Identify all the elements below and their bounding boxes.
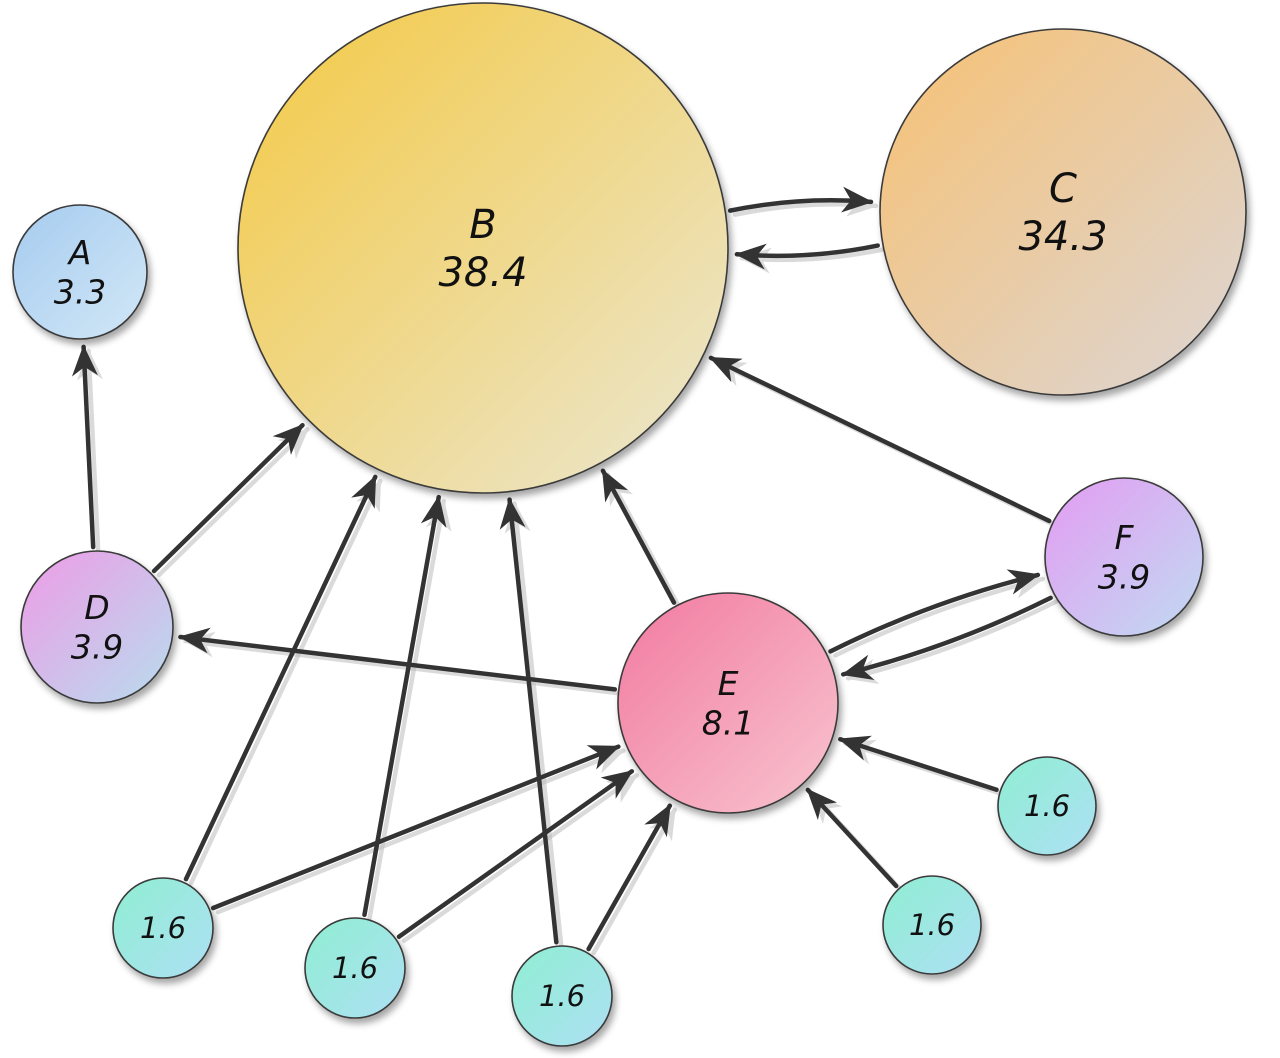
node-circle-p4 (882, 875, 982, 975)
node-circle-E (617, 592, 839, 814)
node-value-A: 3.3 (54, 272, 106, 311)
node-name-E: E (718, 664, 739, 703)
edge-D-B (151, 423, 305, 574)
node-circle-C (879, 28, 1247, 396)
edge-p2-E (396, 769, 635, 939)
node-1.6: 1.6 (511, 945, 613, 1047)
node-value-E: 8.1 (702, 703, 754, 742)
node-name-F: F (1115, 518, 1135, 557)
edge-shadow-p2-B (367, 498, 452, 922)
node-name-C: C (1049, 166, 1077, 212)
node-circle-A (12, 204, 148, 340)
node-value-B: 38.4 (438, 250, 527, 296)
node-circle-F (1044, 477, 1204, 637)
edge-p4-E (805, 787, 899, 889)
node-A: A3.3 (12, 204, 148, 340)
node-C: C34.3 (879, 28, 1247, 396)
edge-shadow-p3-B (504, 501, 564, 949)
node-circle-D (20, 550, 174, 704)
edge-F-B (708, 355, 1052, 524)
node-circle-p2 (304, 917, 406, 1019)
node-value-p3: 1.6 (539, 979, 585, 1013)
edge-p1-E (210, 744, 621, 911)
node-value-p2: 1.6 (332, 951, 378, 985)
edge-B-C (727, 186, 874, 213)
edge-p2-B (362, 494, 447, 918)
edge-p5-E (838, 735, 999, 792)
node-1.6: 1.6 (304, 917, 406, 1019)
node-1.6: 1.6 (997, 756, 1097, 856)
edge-p3-B (499, 497, 559, 945)
node-name-A: A (67, 233, 92, 272)
edge-shadow-p1-B (188, 478, 383, 886)
node-circle-p3 (511, 945, 613, 1047)
node-value-C: 34.3 (1018, 214, 1107, 260)
edge-D-A (71, 344, 98, 550)
edge-shadow-p5-E (843, 739, 1004, 796)
node-1.6: 1.6 (882, 875, 982, 975)
node-B: B38.4 (237, 2, 729, 494)
edge-p3-E (586, 803, 673, 952)
node-name-B: B (469, 202, 496, 248)
node-value-F: 3.9 (1098, 557, 1150, 596)
node-F: F3.9 (1044, 477, 1204, 637)
node-D: D3.9 (20, 550, 174, 704)
node-circle-p5 (997, 756, 1097, 856)
node-value-p5: 1.6 (1024, 789, 1070, 823)
node-value-D: 3.9 (71, 627, 123, 666)
edge-shadow-p1-E (215, 748, 626, 915)
node-circle-p1 (112, 877, 214, 979)
node-value-p1: 1.6 (140, 911, 186, 945)
edge-E-F (828, 569, 1041, 654)
node-E: E8.1 (617, 592, 839, 814)
edge-layer (71, 186, 1053, 952)
edge-shadow-E-D (183, 631, 623, 696)
edge-C-B (734, 243, 880, 270)
edge-shadow-p3-E (591, 807, 678, 956)
edge-E-D (178, 627, 618, 692)
edge-F-E (840, 595, 1053, 680)
edge-p1-B (183, 474, 378, 882)
node-name-D: D (84, 588, 109, 627)
edge-shadow-E-B (605, 472, 682, 609)
node-value-p4: 1.6 (909, 908, 955, 942)
edge-E-B (600, 468, 677, 605)
node-1.6: 1.6 (112, 877, 214, 979)
edge-shadow-D-B (156, 427, 310, 578)
edge-shadow-p2-E (401, 773, 640, 943)
node-layer: A3.3B38.4C34.3D3.9E8.1F3.91.61.61.61.61.… (12, 2, 1247, 1047)
node-circle-B (237, 2, 729, 494)
